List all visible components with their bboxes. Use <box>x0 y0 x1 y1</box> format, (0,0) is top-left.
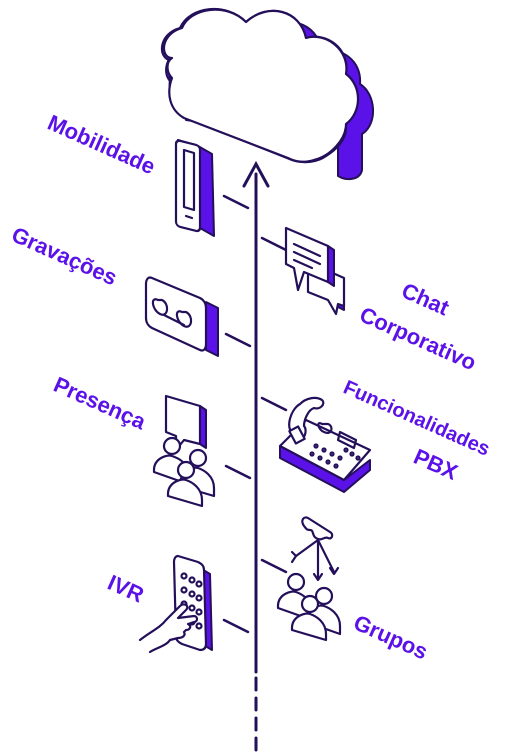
tick-chat <box>260 236 288 252</box>
axis-arrow <box>242 160 270 188</box>
smartphone-icon <box>174 138 215 237</box>
tick-presenca <box>224 464 252 480</box>
chat-bubbles-icon <box>284 226 346 316</box>
desk-phone-icon <box>278 396 372 493</box>
label-grupos: Grupos <box>350 610 432 665</box>
keypad-touch-icon <box>138 554 213 654</box>
group-chat-icon <box>152 394 216 508</box>
label-chat-line2: Corporativo <box>356 302 480 376</box>
tick-mobilidade <box>222 194 250 210</box>
cloud-icon <box>160 8 375 180</box>
label-pbx-line2: PBX <box>410 444 462 485</box>
tick-ivr <box>222 618 250 634</box>
label-mobilidade: Mobilidade <box>44 110 159 180</box>
label-ivr: IVR <box>104 570 148 608</box>
label-chat-line1: Chat <box>398 278 453 321</box>
tick-grupos <box>260 558 288 574</box>
label-gravacoes: Gravações <box>8 222 121 291</box>
tick-pbx <box>260 396 288 412</box>
voicemail-icon <box>144 276 219 357</box>
call-group-icon <box>276 516 342 642</box>
tick-gravacoes <box>224 332 252 348</box>
label-presenca: Presença <box>50 372 150 435</box>
